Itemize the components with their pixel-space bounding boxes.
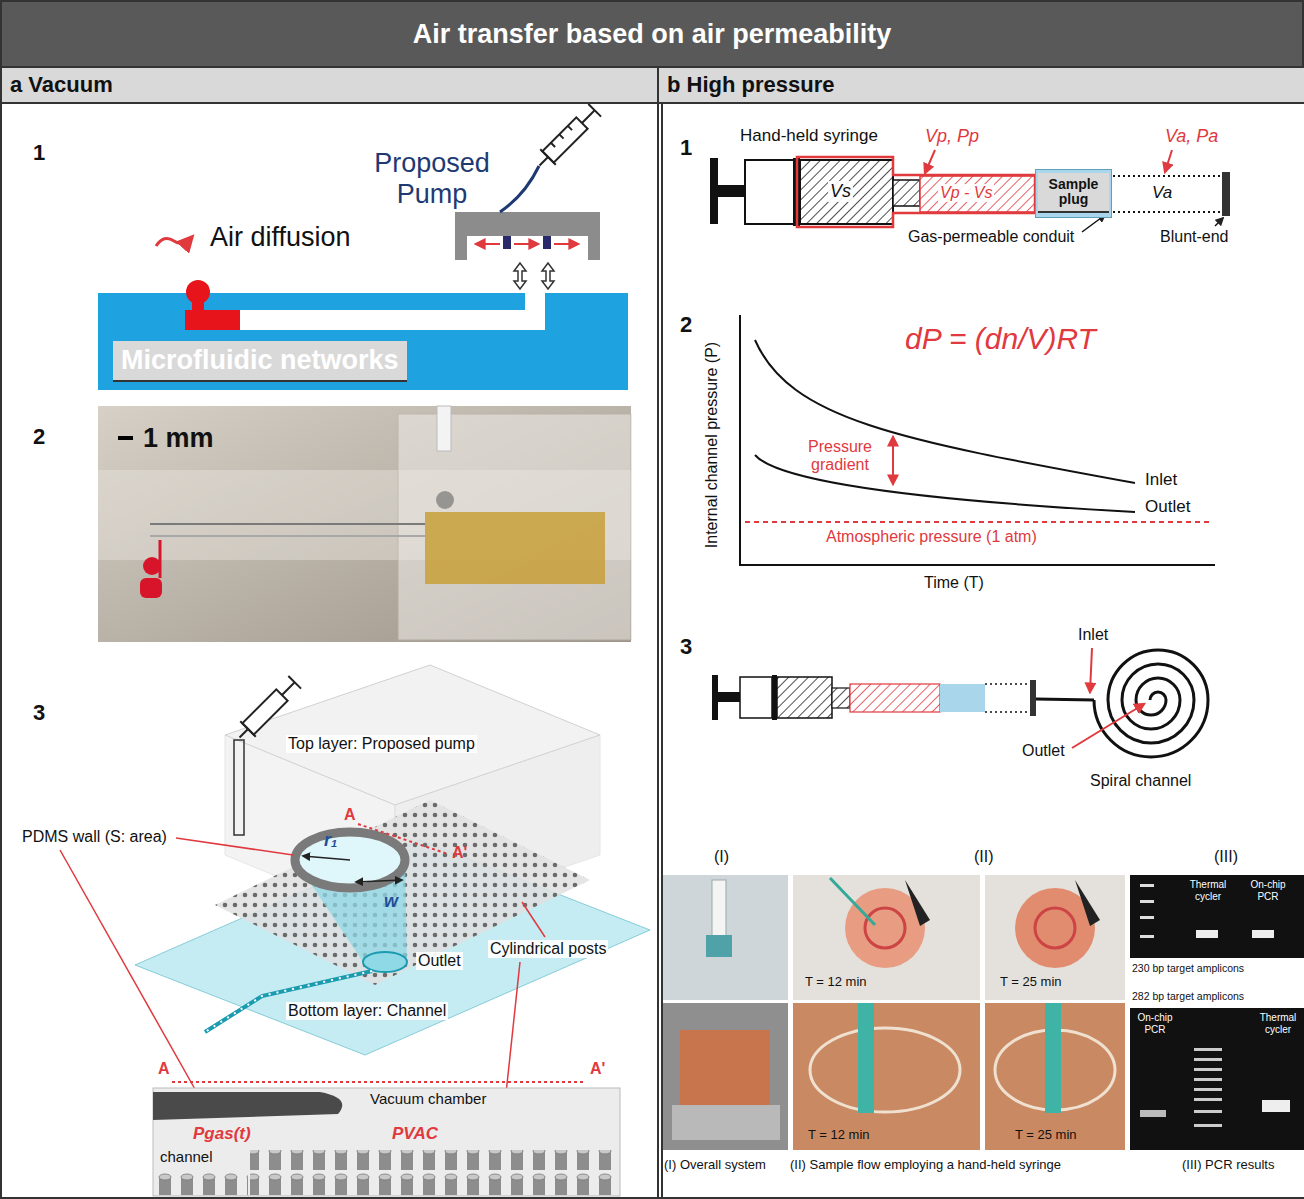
curve-label: Inlet: [1145, 470, 1177, 490]
equation: dP = (dn/V)RT: [905, 322, 1096, 357]
node-text: a Vacuum: [2, 68, 661, 104]
panel-number: 2: [680, 312, 692, 337]
layer-label: Top layer: Proposed pump: [286, 735, 477, 753]
annotation: Pressure gradient: [790, 438, 890, 475]
volume-label: Va: [1152, 183, 1172, 203]
part-label: Gas-permeable conduit: [908, 228, 1074, 246]
caption-part: (II) Sample flow employing a hand-held s…: [790, 1158, 1061, 1173]
section-mark: A': [452, 844, 467, 862]
node-text: Air transfer based on air permeability: [413, 19, 892, 50]
region-label: Vacuum chamber: [370, 1090, 486, 1107]
panel-number: 1: [680, 135, 692, 160]
volume-pressure-label: Vp, Pp: [925, 126, 979, 147]
time-stamp: T = 25 min: [1015, 1128, 1077, 1143]
part-label: PDMS wall (S: area): [22, 828, 167, 846]
time-stamp: T = 25 min: [1000, 975, 1062, 990]
layer-label: Bottom layer: Channel: [286, 1002, 448, 1020]
channel-band: Microfluidic networks: [98, 293, 628, 390]
photo-index: (II): [974, 848, 994, 866]
section-mark: A: [158, 1060, 170, 1078]
axis-title: Internal channel pressure (P): [703, 342, 721, 548]
part-label: Spiral channel: [1090, 772, 1191, 790]
volume-pressure-label: Va, Pa: [1165, 126, 1218, 147]
gel-annotation: 230 bp target amplicons: [1132, 962, 1244, 974]
photo-index: (III): [1214, 848, 1238, 866]
node-text: b High pressure: [659, 68, 1304, 104]
gel-annotation: 282 bp target amplicons: [1132, 990, 1244, 1002]
part-label: Hand-held syringe: [740, 126, 878, 146]
photo-index: (I): [714, 848, 729, 866]
pressure-label: Pgas(t): [193, 1124, 251, 1144]
panel-number: 3: [680, 634, 692, 659]
part-label: Inlet: [1078, 626, 1108, 644]
section-mark: A': [590, 1060, 605, 1078]
panel-number: 1: [33, 140, 45, 165]
gel-lane-label: On-chip PCR: [1133, 1012, 1177, 1035]
node-text: Microfluidic networks: [113, 341, 407, 382]
sample-plug: Sample plug: [1035, 169, 1112, 218]
time-stamp: T = 12 min: [805, 975, 867, 990]
region-label: channel: [160, 1148, 213, 1165]
volume-label: Vp - Vs: [938, 184, 994, 202]
gel-lane-label: Thermal cycler: [1256, 1012, 1300, 1035]
gel-lane-label: Thermal cycler: [1186, 879, 1230, 902]
dimension-label: r₁: [324, 830, 337, 851]
section-mark: A: [344, 806, 356, 824]
part-label: Outlet: [1022, 742, 1065, 760]
time-stamp: T = 12 min: [808, 1128, 870, 1143]
caption-part: (III) PCR results: [1182, 1158, 1274, 1173]
part-label: Cylindrical posts: [488, 940, 608, 958]
reference-line-label: Atmospheric pressure (1 atm): [826, 528, 1037, 546]
part-label: Blunt-end: [1160, 228, 1229, 246]
node-text: Sample plug: [1038, 173, 1109, 214]
curve-label: Outlet: [1145, 497, 1190, 517]
part-label: Outlet: [416, 952, 463, 970]
pump-label: Proposed Pump: [362, 148, 502, 210]
dimension-label: w: [384, 891, 398, 912]
volume-label: Vs: [828, 181, 853, 202]
scale-bar-label: 1 mm: [143, 423, 214, 454]
caption-part: (I) Overall system: [664, 1158, 766, 1173]
annotation: Air diffusion: [210, 222, 351, 253]
pressure-label: PVAC: [392, 1124, 438, 1144]
gel-lane-label: On-chip PCR: [1244, 879, 1292, 902]
title-band: Air transfer based on air permeability: [0, 0, 1304, 68]
panel-number: 3: [33, 700, 45, 725]
axis-title: Time (T): [924, 574, 984, 592]
panel-number: 2: [33, 424, 45, 449]
